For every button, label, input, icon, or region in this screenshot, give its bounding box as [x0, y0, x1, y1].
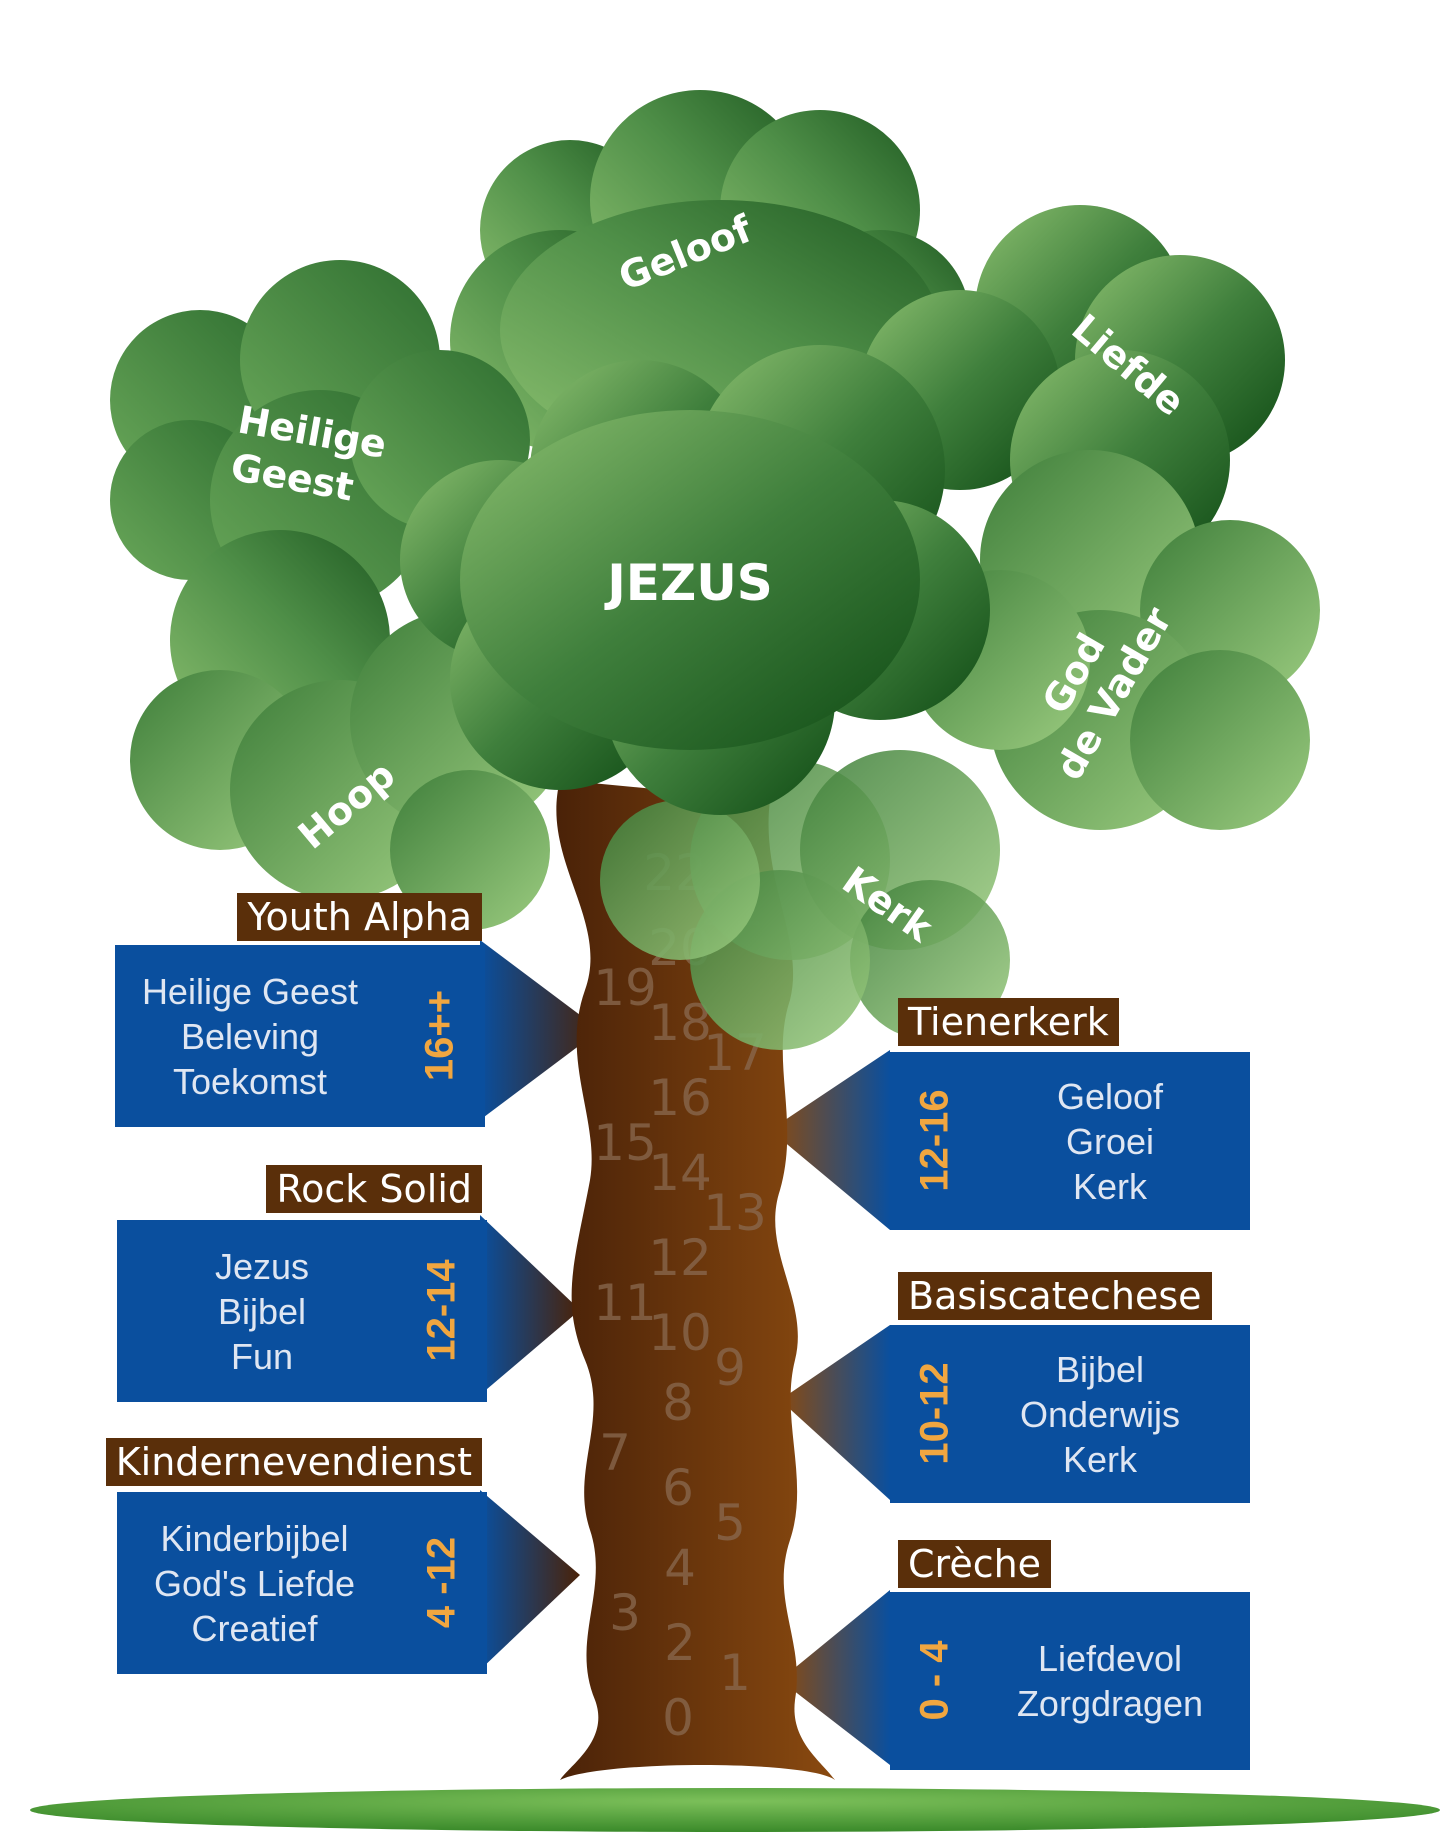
- card-item: God's Liefde: [153, 1562, 355, 1604]
- card-items: Heilige Geest Beleving Toekomst: [115, 945, 385, 1127]
- age-range: 10-12: [912, 1362, 957, 1465]
- card-item: Bijbel: [1055, 1348, 1145, 1390]
- card-item: Beleving: [180, 1015, 320, 1057]
- trunk-number: 12: [648, 1229, 712, 1287]
- trunk-number: 6: [662, 1459, 694, 1517]
- program-title-basiscatechese: Basiscatechese: [898, 1272, 1212, 1320]
- program-title-creche: Crèche: [898, 1540, 1052, 1588]
- card-items: Bijbel Onderwijs Kerk: [980, 1325, 1220, 1503]
- program-title-tienerkerk: Tienerkerk: [898, 998, 1119, 1046]
- cloud-hoop: [130, 530, 570, 930]
- trunk-number: 10: [648, 1304, 712, 1362]
- card-item: Heilige Geest: [141, 970, 359, 1012]
- card-item: Zorgdragen: [1016, 1683, 1204, 1724]
- card-item: Jezus: [214, 1245, 310, 1287]
- program-title-kindernevendienst: Kindernevendienst: [105, 1438, 482, 1486]
- card-item: Liefdevol: [1037, 1638, 1183, 1679]
- program-card-tienerkerk: 12-16 Geloof Groei Kerk: [890, 1052, 1250, 1230]
- trunk-number: 3: [609, 1584, 641, 1642]
- card-items: Liefdevol Zorgdragen: [990, 1592, 1230, 1770]
- program-title-rock-solid: Rock Solid: [266, 1165, 482, 1213]
- label-jezus: JEZUS: [604, 554, 773, 612]
- card-item: Fun: [230, 1335, 294, 1377]
- age-range: 4 -12: [419, 1536, 464, 1629]
- trunk-number: 18: [648, 994, 712, 1052]
- cloud-god-de-vader: [910, 450, 1320, 830]
- trunk-number: 19: [593, 959, 657, 1017]
- trunk-number: 1: [719, 1644, 751, 1702]
- card-item: Kerk: [1062, 1438, 1138, 1480]
- program-card-creche: 0 - 4 Liefdevol Zorgdragen: [890, 1592, 1250, 1770]
- card-items: Jezus Bijbel Fun: [117, 1220, 407, 1402]
- program-card-kindernevendienst: Kinderbijbel God's Liefde Creatief 4 -12: [117, 1492, 487, 1674]
- trunk-number: 8: [662, 1374, 694, 1432]
- canopy: [110, 90, 1320, 1050]
- age-range: 16++: [417, 989, 462, 1082]
- connector-arms: [480, 940, 890, 1765]
- program-card-basiscatechese: 10-12 Bijbel Onderwijs Kerk: [890, 1325, 1250, 1503]
- card-item: Geloof: [1056, 1075, 1164, 1117]
- trunk-number: 5: [714, 1494, 746, 1552]
- age-range: 12-14: [419, 1259, 464, 1362]
- card-item: Bijbel: [217, 1290, 307, 1332]
- age-range: 12-16: [912, 1089, 957, 1192]
- program-card-rock-solid: Jezus Bijbel Fun 12-14: [117, 1220, 487, 1402]
- program-title-youth-alpha: Youth Alpha: [237, 893, 482, 941]
- cloud-kerk: [600, 750, 1010, 1050]
- trunk-number: 13: [703, 1184, 767, 1242]
- ground: [30, 1788, 1440, 1832]
- program-card-youth-alpha: Heilige Geest Beleving Toekomst 16++: [115, 945, 485, 1127]
- card-item: Kinderbijbel: [160, 1517, 349, 1559]
- trunk-number: 9: [714, 1339, 746, 1397]
- trunk-number: 16: [648, 1069, 712, 1127]
- card-item: Groei: [1065, 1120, 1155, 1162]
- trunk-number: 4: [664, 1539, 696, 1597]
- trunk-number: 15: [593, 1114, 657, 1172]
- card-item: Toekomst: [172, 1060, 328, 1102]
- card-items: Kinderbijbel God's Liefde Creatief: [117, 1492, 392, 1674]
- trunk-number: 0: [662, 1689, 694, 1747]
- trunk-number: 7: [599, 1424, 631, 1482]
- card-item: Kerk: [1072, 1165, 1148, 1207]
- trunk-number: 11: [593, 1274, 657, 1332]
- cloud-jezus: [400, 345, 990, 815]
- age-range: 0 - 4: [912, 1640, 957, 1721]
- card-item: Onderwijs: [1019, 1393, 1181, 1435]
- card-item: Creatief: [191, 1607, 318, 1649]
- trunk-number: 2: [664, 1614, 696, 1672]
- card-items: Geloof Groei Kerk: [990, 1052, 1230, 1230]
- trunk-number: 14: [648, 1144, 712, 1202]
